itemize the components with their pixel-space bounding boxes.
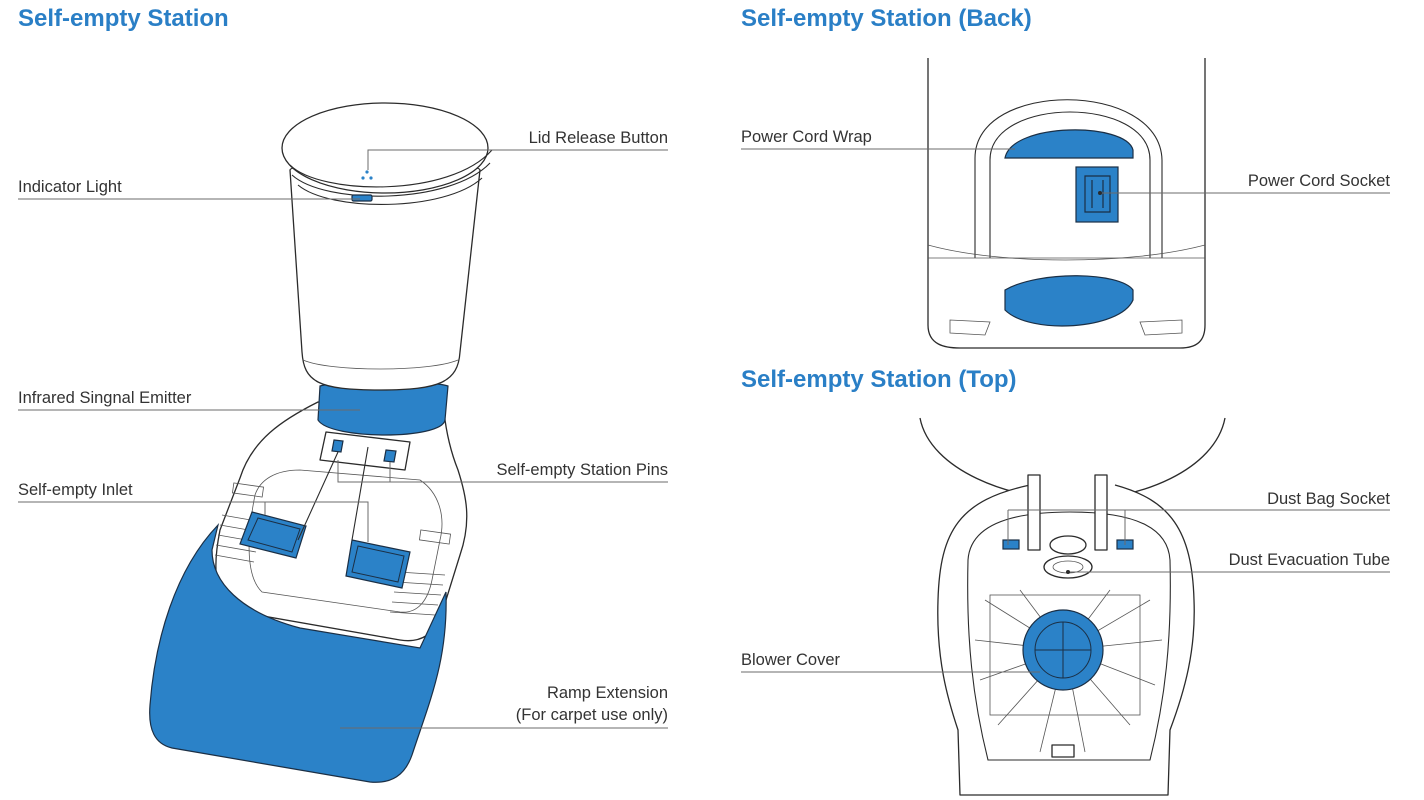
dust-evacuation-tube (1043, 555, 1093, 579)
label-dust-bag-socket: Dust Bag Socket (1267, 490, 1390, 508)
front-leader-lines (18, 149, 668, 729)
power-cord-wrap (1004, 129, 1134, 159)
top-leader-lines (741, 509, 1390, 673)
label-ramp-extension: Ramp Extension (546, 684, 668, 702)
label-blower-cover: Blower Cover (741, 651, 841, 669)
label-self-empty-inlet: Self-empty Inlet (18, 481, 133, 499)
indicator-light (351, 194, 373, 202)
label-ramp-extension-note: (For carpet use only) (515, 706, 668, 724)
station-lid (281, 102, 489, 194)
label-dust-evacuation-tube: Dust Evacuation Tube (1228, 551, 1390, 569)
dust-bag-socket-left (1002, 539, 1020, 550)
ramp-extension (149, 522, 447, 783)
label-lid-release-button: Lid Release Button (528, 129, 668, 147)
label-indicator-light: Indicator Light (18, 178, 122, 196)
top-station-illustration (919, 417, 1226, 796)
back-station-illustration (927, 58, 1206, 349)
top-panel-title: Self-empty Station (Top) (741, 366, 1017, 393)
self-empty-inlet-right (345, 539, 411, 589)
power-cord-socket (1075, 166, 1119, 223)
front-panel-title: Self-empty Station (18, 5, 229, 32)
back-panel-title: Self-empty Station (Back) (741, 5, 1032, 32)
label-station-pins: Self-empty Station Pins (496, 461, 669, 479)
station-pin-left (331, 439, 344, 453)
label-infrared-emitter: Infrared Singnal Emitter (18, 389, 192, 407)
label-power-cord-wrap: Power Cord Wrap (741, 128, 872, 146)
lower-cord-wrap (1004, 275, 1134, 327)
base-platform (248, 469, 443, 613)
station-pin-right (383, 449, 397, 463)
self-empty-inlet-left (239, 511, 307, 559)
label-power-cord-socket: Power Cord Socket (1247, 172, 1390, 190)
lid-release-button (361, 170, 373, 180)
front-station-illustration (149, 102, 493, 783)
back-leader-lines (741, 148, 1390, 195)
